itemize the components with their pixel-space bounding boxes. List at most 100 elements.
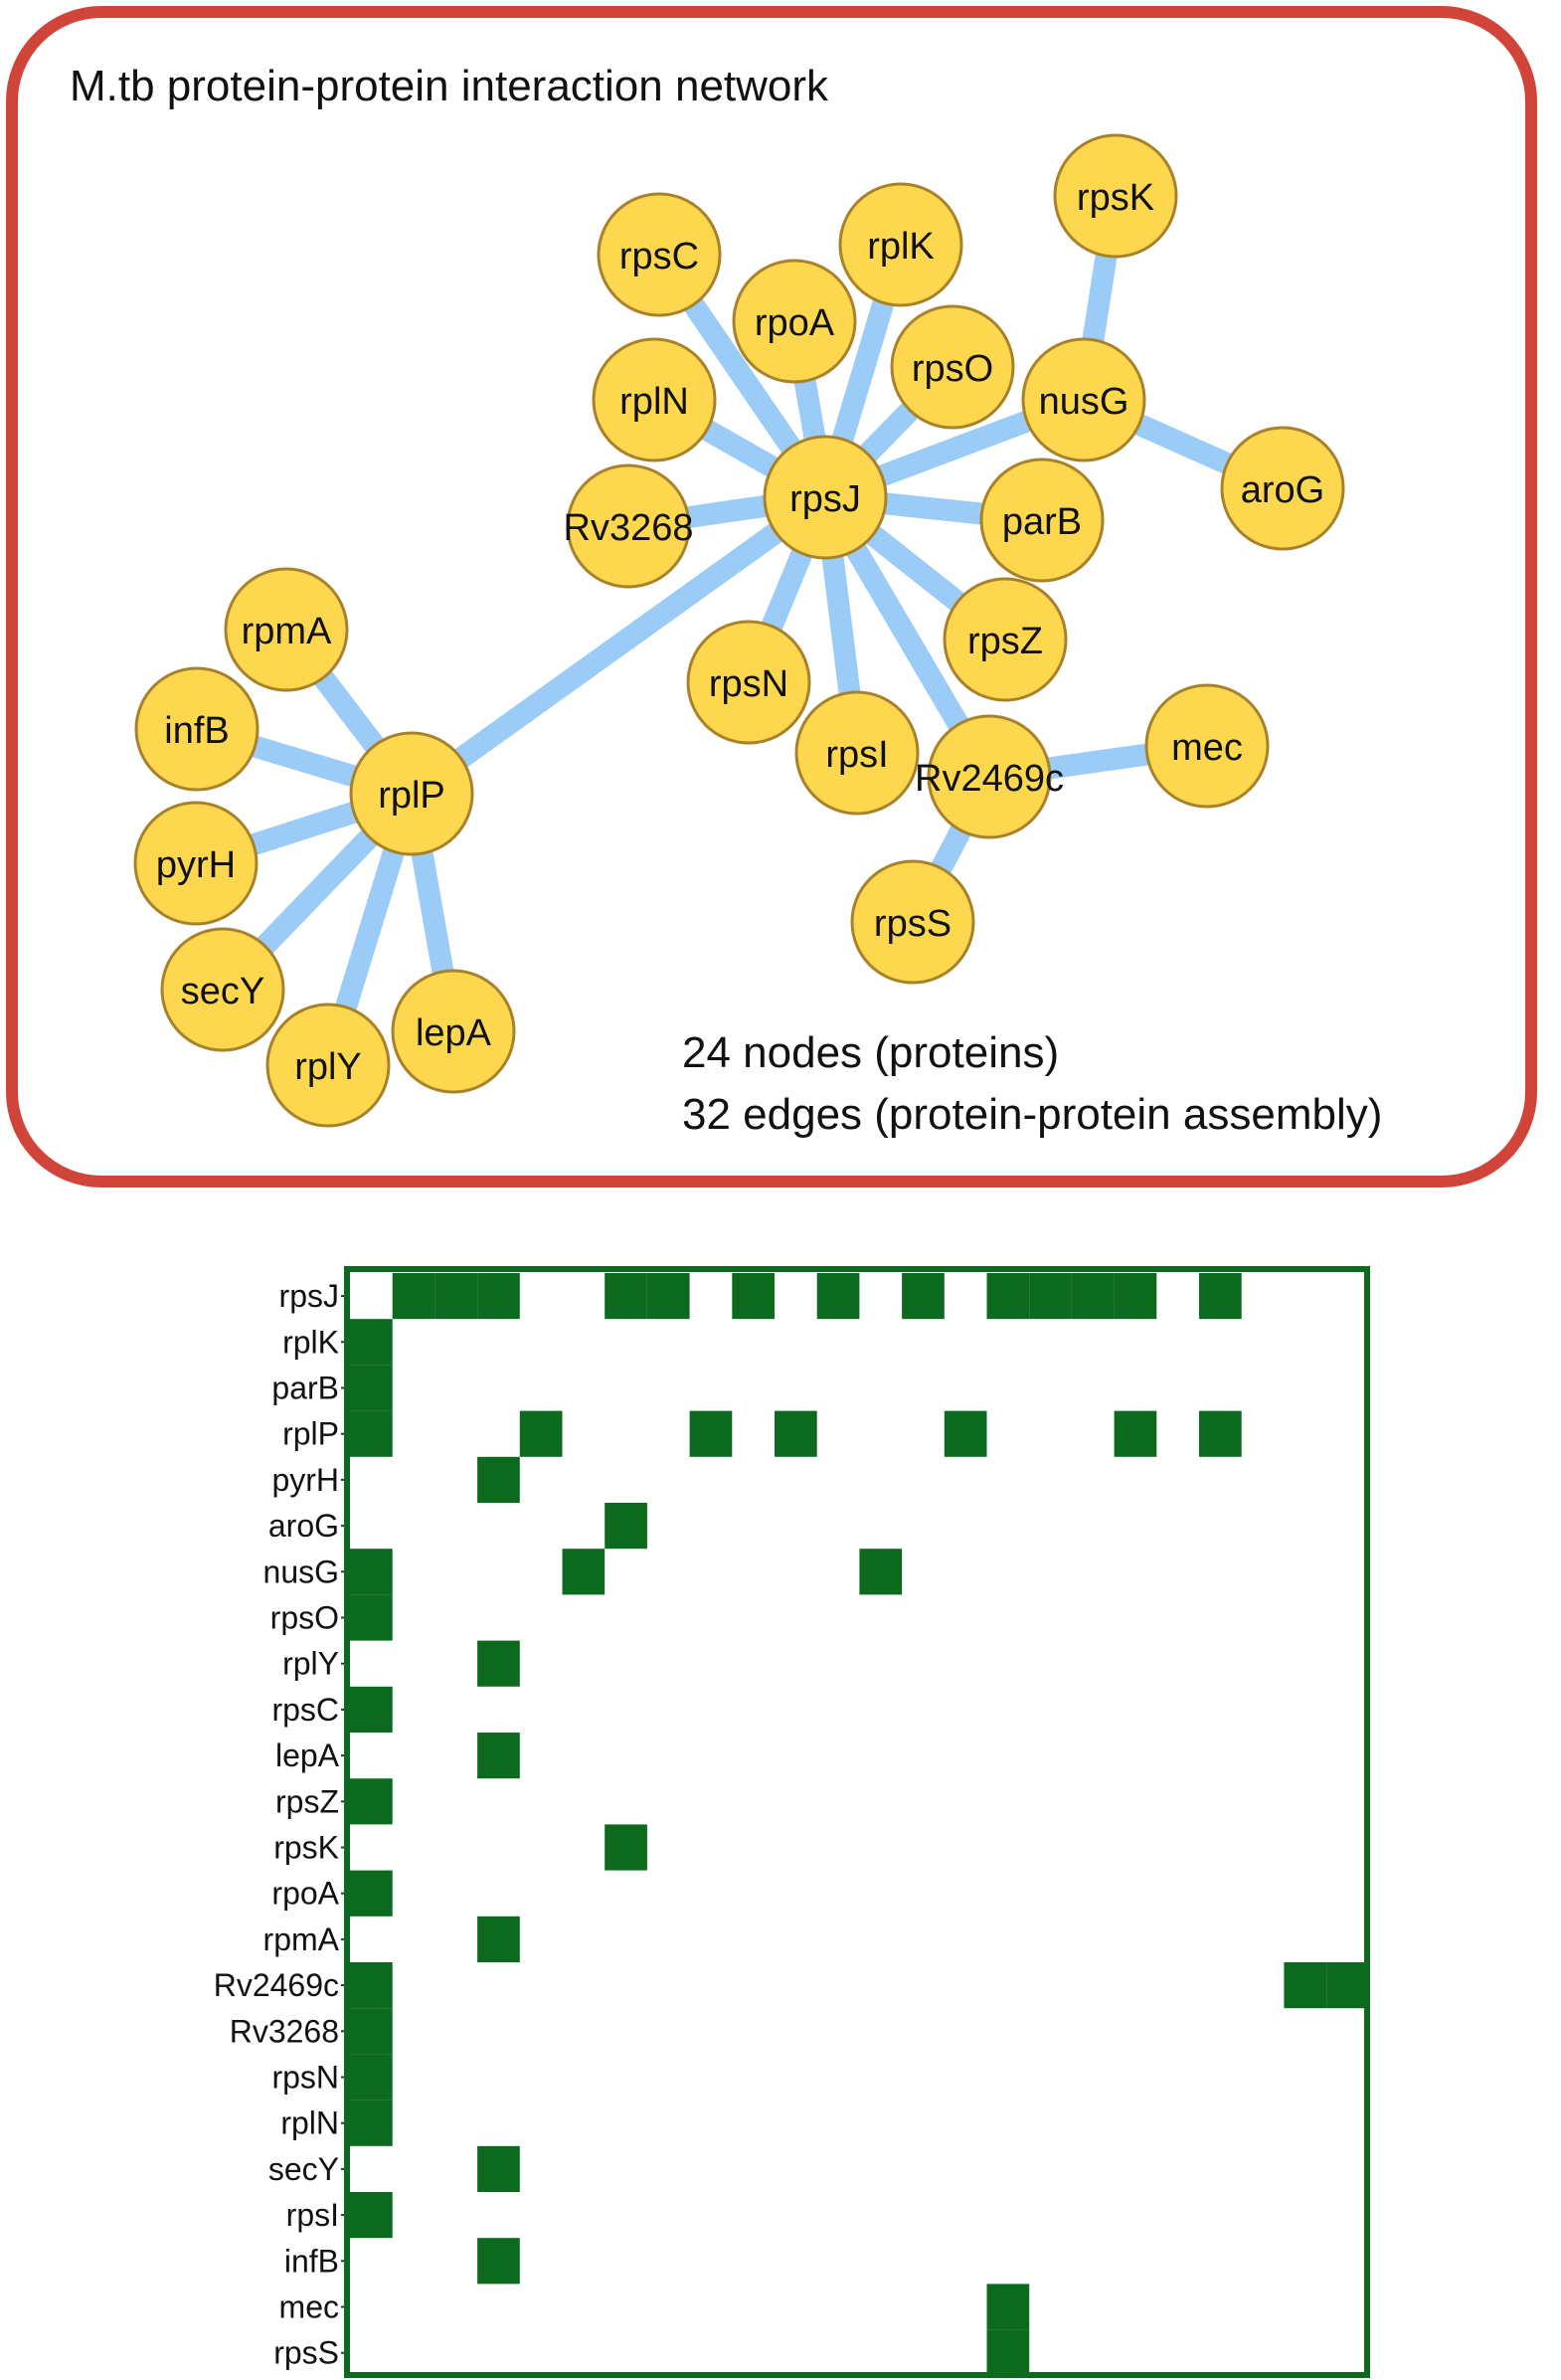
node-circle — [1220, 426, 1345, 551]
matrix-row-label-rpsS: rpsS — [273, 2335, 339, 2371]
matrix-cell-rplK-0 — [350, 1319, 393, 1366]
matrix-cell-aroG-6 — [605, 1503, 647, 1550]
matrix-row-label-rplN: rplN — [280, 2105, 339, 2141]
node-label: mec — [1171, 727, 1243, 769]
node-label: rpsK — [1077, 177, 1154, 219]
node-rpsZ: rpsZ — [943, 577, 1068, 702]
matrix-cells — [350, 1273, 1369, 2376]
matrix-cell-rplP-10 — [775, 1410, 817, 1457]
matrix-cell-pyrH-3 — [477, 1456, 520, 1503]
node-label: nusG — [1039, 381, 1129, 423]
node-label: rplY — [294, 1046, 362, 1088]
node-circle — [597, 192, 722, 317]
matrix-cell-rpsI-0 — [350, 2192, 393, 2239]
matrix-row-label-rpsO: rpsO — [270, 1600, 339, 1636]
node-aroG: aroG — [1220, 426, 1345, 551]
node-circle — [349, 731, 474, 856]
node-rplP: rplP — [349, 731, 474, 856]
matrix-row-label-Rv2469c: Rv2469c — [214, 1967, 339, 2003]
matrix-cell-parB-0 — [350, 1365, 393, 1411]
matrix-cell-lepA-3 — [477, 1733, 520, 1779]
matrix-cell-rpsN-0 — [350, 2054, 393, 2101]
matrix-row-label-rpmA: rpmA — [263, 1922, 340, 1957]
matrix-row-label-rpoA: rpoA — [271, 1876, 339, 1912]
node-label: rpsO — [912, 348, 993, 390]
node-circle — [566, 463, 691, 589]
matrix-cell-rpsJ-16 — [1029, 1273, 1072, 1320]
edges-count-label: 32 edges (protein-protein assembly) — [682, 1090, 1383, 1139]
matrix-cell-nusG-5 — [562, 1549, 606, 1595]
node-label: rpmA — [242, 611, 332, 652]
matrix-row-label-rplP: rplP — [282, 1416, 339, 1452]
node-label: Rv2469c — [915, 758, 1064, 800]
node-Rv3268: Rv3268 — [564, 463, 693, 589]
matrix-cell-rplN-0 — [350, 2100, 393, 2146]
nodes-count-label: 24 nodes (proteins) — [682, 1028, 1060, 1077]
matrix-cell-secY-3 — [477, 2145, 520, 2192]
node-circle — [686, 620, 811, 745]
matrix-row-label-mec: mec — [279, 2289, 339, 2325]
node-label: rplP — [378, 775, 445, 817]
node-circle — [850, 859, 975, 985]
edge-rpsJ-rplP — [405, 488, 832, 803]
node-rpsI: rpsI — [794, 690, 920, 816]
node-circle — [890, 304, 1015, 430]
matrix-row-label-rplY: rplY — [282, 1646, 339, 1682]
matrix-row-label-infB: infB — [284, 2243, 339, 2279]
node-label: rplK — [867, 226, 935, 268]
matrix-row-label-rpsN: rpsN — [271, 2060, 339, 2096]
matrix-row-label-parB: parB — [271, 1371, 339, 1406]
matrix-cell-Rv2469c-0 — [350, 1962, 393, 2009]
node-rpsO: rpsO — [890, 304, 1015, 430]
matrix-cell-rpsJ-7 — [646, 1273, 690, 1320]
node-label: parB — [1002, 501, 1082, 543]
node-circle — [224, 567, 349, 692]
matrix-cell-nusG-0 — [350, 1549, 393, 1595]
matrix-cell-rpsC-0 — [350, 1686, 393, 1733]
matrix-row-label-nusG: nusG — [263, 1554, 339, 1589]
matrix-cell-rpsJ-18 — [1114, 1273, 1157, 1320]
node-circle — [979, 458, 1105, 583]
matrix-cell-rpsJ-2 — [434, 1273, 478, 1320]
network-stats: 24 nodes (proteins) 32 edges (protein-pr… — [682, 1022, 1382, 1146]
node-rpsJ: rpsJ — [763, 435, 888, 560]
node-label: rpsZ — [967, 621, 1043, 662]
node-rplK: rplK — [838, 182, 963, 307]
node-Rv2469c: Rv2469c — [915, 714, 1064, 839]
matrix-cell-rplP-0 — [350, 1410, 393, 1457]
matrix-cell-rplP-8 — [689, 1410, 733, 1457]
node-rpsN: rpsN — [686, 620, 811, 745]
node-circle — [732, 259, 857, 384]
matrix-cell-rpsS-15 — [986, 2329, 1030, 2376]
network-title: M.tb protein-protein interaction network — [70, 62, 829, 110]
node-circle — [927, 714, 1052, 839]
node-rpsC: rpsC — [597, 192, 722, 317]
node-circle — [794, 690, 920, 816]
matrix-cell-rpsJ-20 — [1199, 1273, 1242, 1320]
node-circle — [838, 182, 963, 307]
matrix-cell-rpsJ-15 — [986, 1273, 1030, 1320]
node-rpsS: rpsS — [850, 859, 975, 985]
matrix-cell-rplP-14 — [944, 1410, 987, 1457]
matrix-cell-infB-3 — [477, 2238, 520, 2285]
node-circle — [1021, 337, 1146, 462]
node-rpoA: rpoA — [732, 259, 857, 384]
matrix-row-label-lepA: lepA — [275, 1738, 340, 1773]
node-circle — [134, 666, 260, 792]
node-rpsK: rpsK — [1053, 133, 1178, 259]
node-circle — [1144, 683, 1270, 809]
matrix-frame — [344, 1266, 1370, 2378]
node-layer: rpsJrpsCrpoArplKrpsOnusGrpsKaroGrplNRv32… — [133, 133, 1345, 1128]
node-pyrH: pyrH — [133, 801, 259, 926]
node-secY: secY — [160, 927, 285, 1052]
node-label: rpsI — [825, 734, 888, 776]
node-label: aroG — [1241, 469, 1324, 511]
node-lepA: lepA — [391, 969, 516, 1094]
matrix-cell-Rv2469c-22 — [1284, 1962, 1327, 2009]
node-label: pyrH — [156, 844, 236, 886]
matrix-row-label-rpsI: rpsI — [286, 2197, 339, 2233]
node-label: rpsS — [874, 903, 952, 945]
node-label: secY — [181, 971, 264, 1012]
node-label: rpoA — [755, 302, 835, 344]
